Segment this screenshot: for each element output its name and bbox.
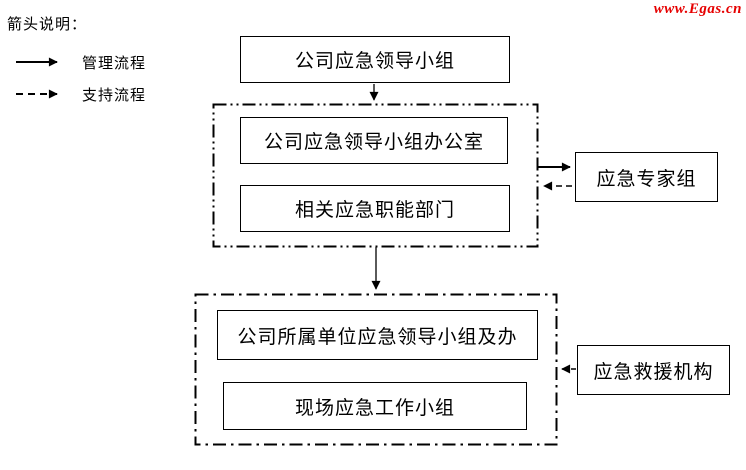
legend-label-support: 支持流程	[82, 86, 147, 104]
node-leader-group-office: 公司应急领导小组办公室	[240, 117, 508, 164]
company-group-container	[212, 103, 539, 248]
legend-label-management: 管理流程	[82, 54, 147, 72]
node-rescue-organization: 应急救援机构	[577, 345, 730, 395]
legend-title: 箭头说明：	[7, 15, 88, 33]
node-subsidiary-leader-group: 公司所属单位应急领导小组及办	[217, 310, 538, 360]
watermark-text: www.Egas.cn	[653, 1, 742, 17]
node-onsite-work-team: 现场应急工作小组	[223, 382, 527, 430]
subsidiary-group-container	[194, 293, 558, 446]
node-functional-departments: 相关应急职能部门	[240, 185, 510, 232]
node-company-leader-group: 公司应急领导小组	[240, 36, 510, 83]
node-expert-group: 应急专家组	[575, 152, 718, 202]
